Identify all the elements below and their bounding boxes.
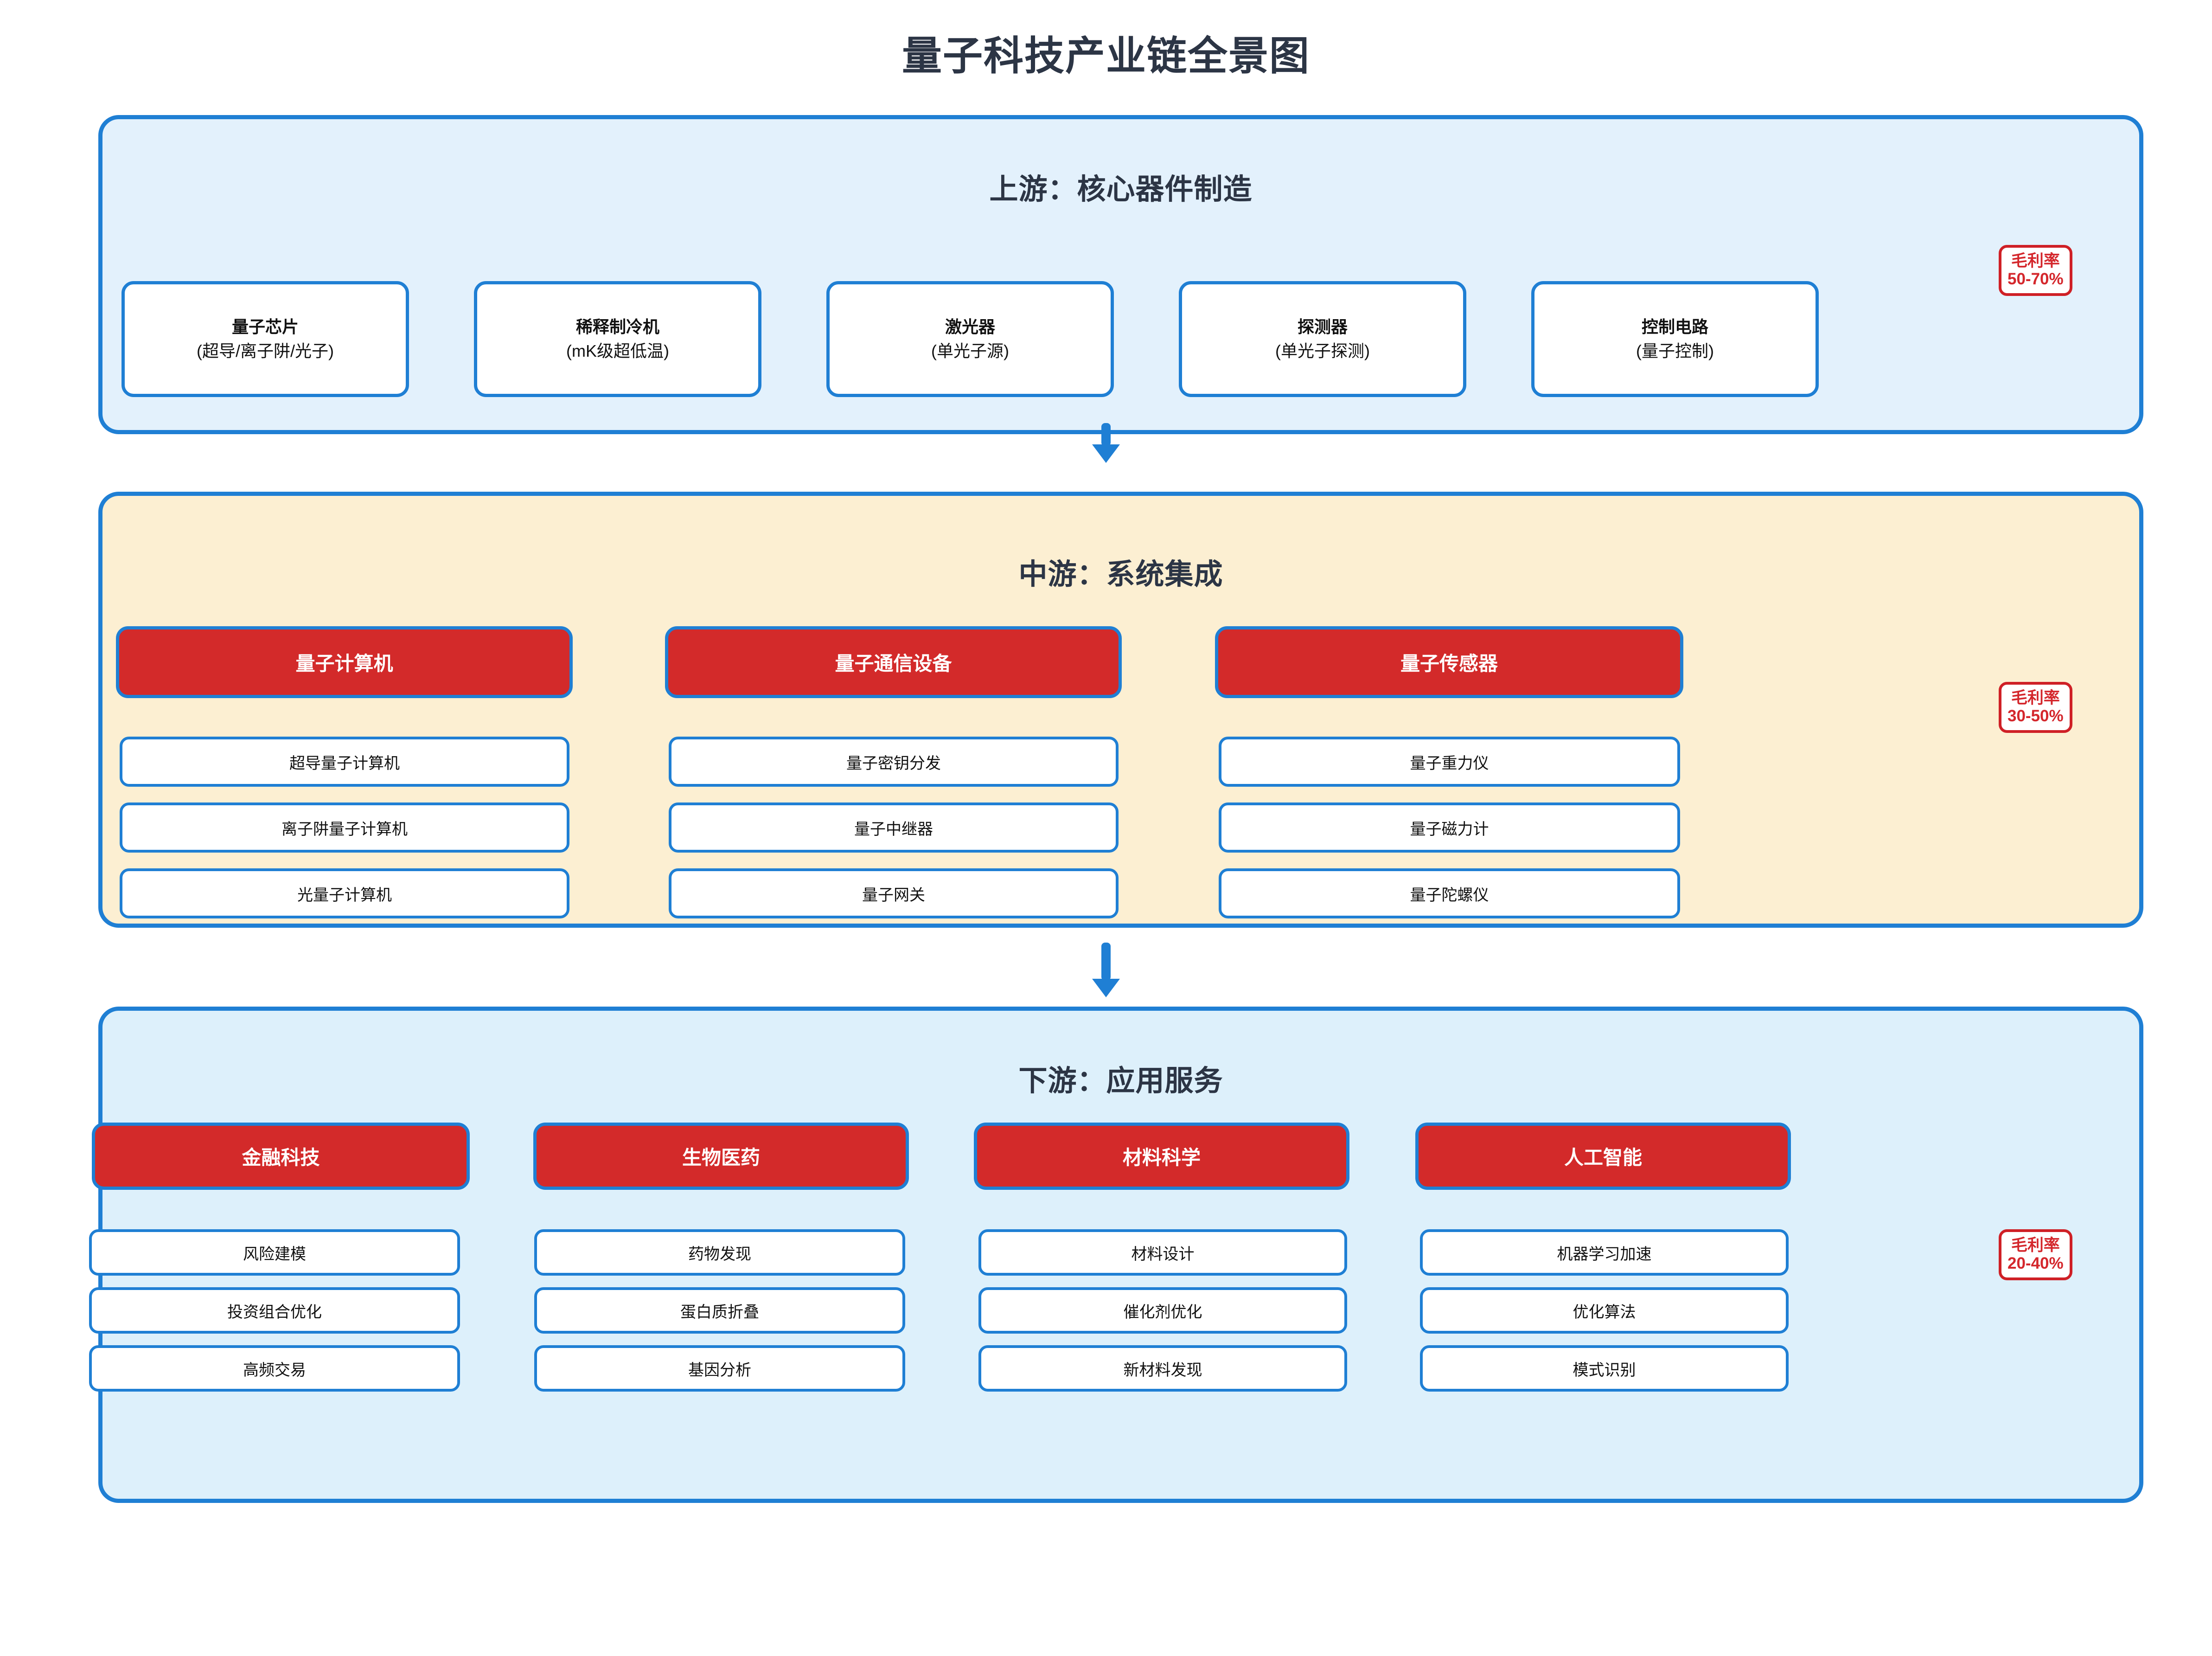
sub-item-quantum-repeater[interactable]: 量子中继器	[669, 802, 1119, 853]
sub-item-pattern-recognition[interactable]: 模式识别	[1420, 1345, 1789, 1392]
sub-item-gene-analysis[interactable]: 基因分析	[534, 1345, 905, 1392]
margin-badge-label: 毛利率	[2011, 252, 2060, 270]
category-quantum-computer[interactable]: 量子计算机	[116, 626, 573, 698]
margin-badge-midstream: 毛利率 30-50%	[1999, 682, 2072, 733]
arrow-head	[1092, 444, 1120, 463]
margin-badge-upstream: 毛利率 50-70%	[1999, 245, 2072, 296]
sub-item-catalyst-optimization[interactable]: 催化剂优化	[978, 1287, 1347, 1334]
flow-arrow-down-icon	[1092, 423, 1120, 463]
sub-item-portfolio-optimization[interactable]: 投资组合优化	[89, 1287, 460, 1334]
component-name: 稀释制冷机	[575, 317, 659, 336]
component-subtitle: (超导/离子阱/光子)	[197, 341, 334, 360]
category-fintech[interactable]: 金融科技	[92, 1123, 470, 1190]
component-name: 控制电路	[1641, 317, 1708, 336]
arrow-shaft	[1101, 943, 1111, 981]
page-title: 量子科技产业链全景图	[902, 34, 1310, 78]
sub-item-quantum-gyroscope[interactable]: 量子陀螺仪	[1219, 868, 1680, 918]
margin-badge-label: 毛利率	[2011, 1236, 2060, 1254]
arrow-shaft	[1101, 423, 1111, 446]
tier-downstream-heading: 下游：应用服务	[1018, 1065, 1223, 1097]
component-card-dilution-refrigerator[interactable]: 稀释制冷机 (mK级超低温)	[474, 281, 761, 397]
sub-item-protein-folding[interactable]: 蛋白质折叠	[534, 1287, 905, 1334]
category-artificial-intelligence[interactable]: 人工智能	[1415, 1123, 1791, 1190]
component-card-quantum-chip[interactable]: 量子芯片 (超导/离子阱/光子)	[121, 281, 409, 397]
sub-item-quantum-gravimeter[interactable]: 量子重力仪	[1219, 737, 1680, 787]
tier-midstream: 中游：系统集成	[98, 492, 2143, 928]
arrow-head	[1092, 979, 1120, 997]
component-card-detector[interactable]: 探测器 (单光子探测)	[1179, 281, 1466, 397]
component-subtitle: (单光子源)	[931, 341, 1009, 360]
category-quantum-sensor[interactable]: 量子传感器	[1215, 626, 1683, 698]
sub-item-drug-discovery[interactable]: 药物发现	[534, 1229, 905, 1276]
sub-item-quantum-key-distribution[interactable]: 量子密钥分发	[669, 737, 1119, 787]
margin-badge-value: 50-70%	[2007, 270, 2064, 289]
component-subtitle: (量子控制)	[1636, 341, 1714, 360]
sub-item-machine-learning-acceleration[interactable]: 机器学习加速	[1420, 1229, 1789, 1276]
component-name: 量子芯片	[231, 317, 299, 336]
margin-badge-value: 20-40%	[2007, 1254, 2064, 1273]
component-name: 激光器	[945, 317, 995, 336]
margin-badge-value: 30-50%	[2007, 707, 2064, 725]
component-subtitle: (单光子探测)	[1275, 341, 1370, 360]
flow-arrow-down-icon	[1092, 943, 1120, 998]
sub-item-quantum-gateway[interactable]: 量子网关	[669, 868, 1119, 918]
category-quantum-communication-equipment[interactable]: 量子通信设备	[665, 626, 1122, 698]
tier-upstream: 上游：核心器件制造	[98, 115, 2143, 434]
component-card-laser[interactable]: 激光器 (单光子源)	[826, 281, 1114, 397]
tier-upstream-heading: 上游：核心器件制造	[989, 173, 1253, 205]
sub-item-new-material-discovery[interactable]: 新材料发现	[978, 1345, 1347, 1392]
tier-midstream-heading: 中游：系统集成	[1018, 558, 1223, 591]
sub-item-risk-modeling[interactable]: 风险建模	[89, 1229, 460, 1276]
component-card-control-circuit[interactable]: 控制电路 (量子控制)	[1531, 281, 1819, 397]
sub-item-high-frequency-trading[interactable]: 高频交易	[89, 1345, 460, 1392]
sub-item-superconducting-quantum-computer[interactable]: 超导量子计算机	[120, 737, 569, 787]
sub-item-photonic-quantum-computer[interactable]: 光量子计算机	[120, 868, 569, 918]
sub-item-quantum-magnetometer[interactable]: 量子磁力计	[1219, 802, 1680, 853]
component-name: 探测器	[1297, 317, 1348, 336]
sub-item-ion-trap-quantum-computer[interactable]: 离子阱量子计算机	[120, 802, 569, 853]
margin-badge-downstream: 毛利率 20-40%	[1999, 1229, 2072, 1281]
sub-item-optimization-algorithm[interactable]: 优化算法	[1420, 1287, 1789, 1334]
margin-badge-label: 毛利率	[2011, 689, 2060, 707]
sub-item-material-design[interactable]: 材料设计	[978, 1229, 1347, 1276]
category-biomedicine[interactable]: 生物医药	[533, 1123, 909, 1190]
category-materials-science[interactable]: 材料科学	[974, 1123, 1349, 1190]
component-subtitle: (mK级超低温)	[566, 341, 669, 360]
